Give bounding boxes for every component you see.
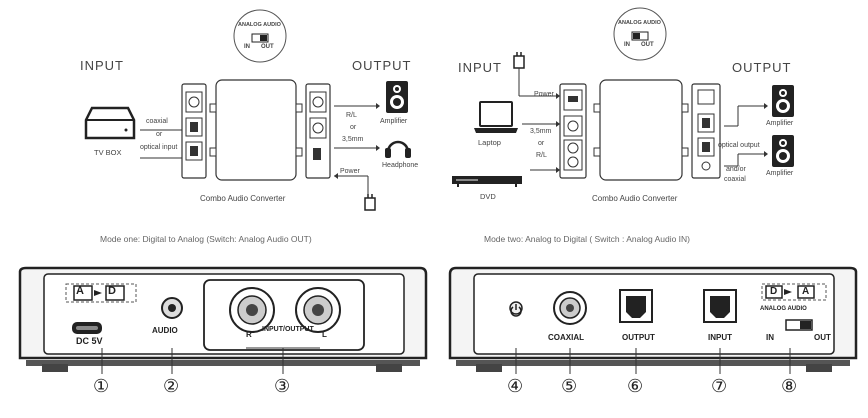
mode-one-output-header: OUTPUT (352, 58, 412, 73)
mode-two-output-arrows (724, 103, 768, 167)
mode-two-switch-badge (613, 7, 667, 61)
mode-two-in-or: or (538, 140, 545, 147)
mode-two-power-plug-icon (513, 52, 560, 99)
mode-one-input-header: INPUT (80, 58, 124, 73)
panel-right-switch-in: IN (766, 333, 774, 342)
dvd-label: DVD (480, 192, 496, 201)
panel-right-callouts (515, 348, 791, 374)
mode-two-caption: Mode two: Analog to Digital ( Switch : A… (484, 234, 691, 244)
mode-one-caption: Mode one: Digital to Analog (Switch: Ana… (100, 234, 312, 244)
mode-one-headphone-label: Headphone (382, 162, 419, 169)
mode-one-amplifier-label: Amplifier (380, 118, 408, 125)
dvd-icon (452, 176, 522, 187)
mode-two-input-header: INPUT (458, 60, 502, 75)
coaxial-port-label: COAXIAL (548, 333, 584, 342)
mode-one-power-plug-icon (364, 194, 376, 211)
mode-two-input-arrows (522, 121, 560, 173)
tv-box-label: TV BOX (94, 148, 122, 157)
panel-left-badge-a: A (76, 285, 84, 297)
laptop-icon (474, 101, 518, 133)
mode-one-switch-title: ANALOG AUDIO (238, 22, 281, 28)
panel-left-callouts (101, 347, 320, 374)
mode-one-switch-out: OUT (261, 44, 274, 50)
mode-one-converter-label: Combo Audio Converter (200, 194, 286, 203)
callout-4: ④ (507, 376, 524, 396)
headphone-icon (385, 140, 411, 158)
laptop-label: Laptop (478, 138, 501, 147)
panel-right-badge-a: A (802, 286, 810, 297)
mode-two-speaker-top-icon (772, 85, 794, 117)
mode-two-coaxial: coaxial (724, 176, 746, 183)
callout-3: ③ (274, 376, 291, 396)
mode-one-out-or: or (350, 124, 357, 131)
mode-one-out-35: 3,5mm (342, 136, 364, 143)
tv-box-icon (84, 106, 136, 140)
power-icon (510, 304, 522, 317)
mode-one-switch-in: IN (244, 44, 250, 50)
mode-two-power: Power (534, 91, 554, 98)
panel-right-body (448, 266, 858, 372)
mode-one-link-bottom: optical input (140, 144, 178, 151)
dc-5v-label: DC 5V (76, 336, 103, 346)
mode-one-switch-badge (233, 9, 287, 63)
mode-two-amplifier-bottom: Amplifier (766, 170, 794, 177)
optical-input-port-label: INPUT (708, 333, 732, 342)
mode-one-link-mid: or (156, 131, 163, 138)
mode-one-out-rl: R/L (346, 112, 357, 119)
mode-two-in-rl: R/L (536, 152, 547, 159)
mode-two-converter-label: Combo Audio Converter (592, 194, 678, 203)
mode-one-link-top: coaxial (146, 118, 168, 125)
panel-left-body (18, 266, 428, 372)
callout-7: ⑦ (711, 376, 728, 396)
rca-r-label: R (246, 330, 252, 339)
mode-two-and-or: and/or (726, 166, 746, 173)
mode-two-speaker-bottom-icon (772, 135, 794, 167)
mode-two-optical-output: optical output (718, 142, 760, 149)
panel-right-analog-audio: ANALOG AUDIO (760, 306, 807, 312)
mode-one-power: Power (340, 168, 360, 175)
mode-one-output-arrows (334, 103, 380, 196)
rca-io-label: INPUT/OUTPUT (262, 326, 314, 333)
panel-right-badge-d: D (770, 286, 778, 297)
rca-l-label: L (322, 330, 327, 339)
mode-two-output-header: OUTPUT (732, 60, 792, 75)
mode-two-switch-title: ANALOG AUDIO (618, 20, 661, 26)
mode-two-converter-device (559, 79, 721, 181)
mode-two-amplifier-top: Amplifier (766, 120, 794, 127)
mode-one-speaker-icon (386, 81, 408, 113)
panel-right-switch-out: OUT (814, 333, 831, 342)
callout-6: ⑥ (627, 376, 644, 396)
callout-1: ① (93, 376, 110, 396)
optical-output-port-label: OUTPUT (622, 333, 655, 342)
mode-one-converter-device (181, 79, 331, 181)
mode-two-switch-out: OUT (641, 42, 654, 48)
callout-8: ⑧ (781, 376, 798, 396)
callout-5: ⑤ (561, 376, 578, 396)
mode-two-in-35: 3,5mm (530, 128, 552, 135)
mode-two-switch-in: IN (624, 42, 630, 48)
panel-left-badge-d: D (108, 285, 116, 297)
callout-2: ② (163, 376, 180, 396)
audio-label: AUDIO (152, 326, 178, 335)
